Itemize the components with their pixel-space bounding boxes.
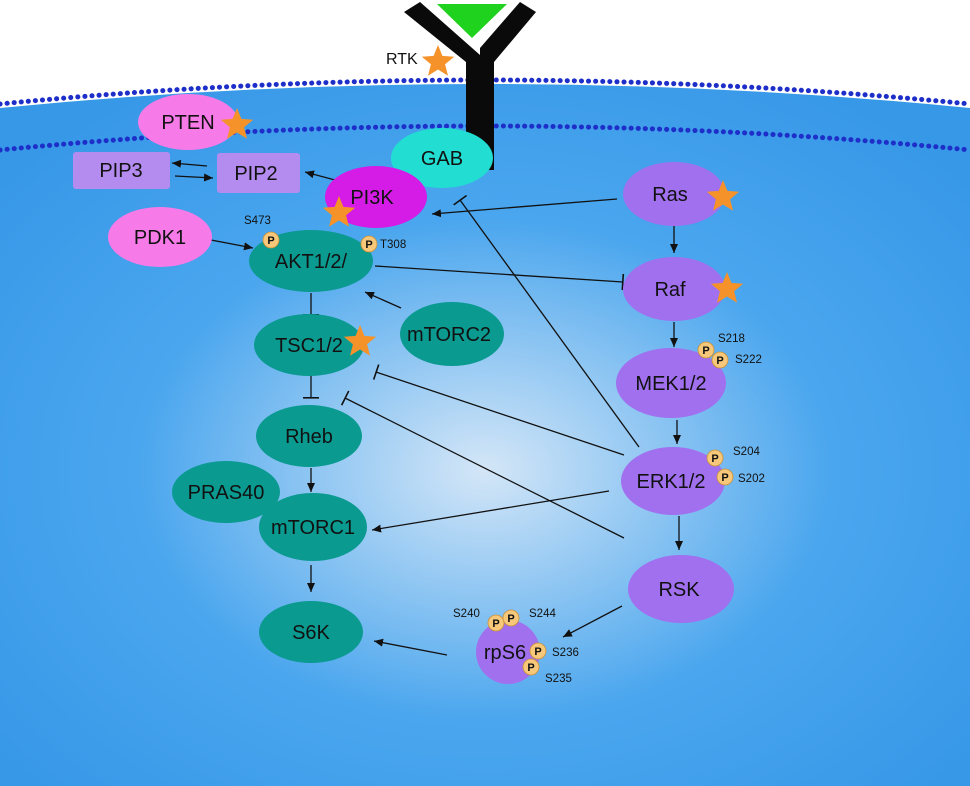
node-ras: Ras (623, 162, 725, 226)
svg-text:P: P (711, 453, 718, 465)
pras40-label: PRAS40 (188, 482, 265, 504)
erk-label: ERK1/2 (637, 471, 706, 493)
rtk-label: RTK (386, 51, 418, 68)
phospho-erk-s204: P S204 (706, 446, 760, 467)
site-s218: S218 (718, 333, 745, 345)
svg-text:P: P (527, 662, 534, 674)
site-s204: S204 (733, 446, 760, 458)
node-erk: ERK1/2 (621, 447, 725, 515)
arrow-rsk-to-rps6 (562, 605, 623, 638)
svg-text:P: P (716, 355, 723, 367)
node-mek: MEK1/2 (616, 348, 726, 418)
site-s222: S222 (735, 354, 762, 366)
site-s240: S240 (453, 608, 480, 620)
pi3k-label: PI3K (350, 187, 394, 209)
star-raf-icon (710, 272, 744, 303)
node-pi3k: PI3K (325, 166, 427, 228)
mek-label: MEK1/2 (635, 373, 706, 395)
svg-text:P: P (721, 472, 728, 484)
phospho-mek-s218: P S218 (697, 333, 745, 359)
svg-text:P: P (492, 618, 499, 630)
pip3-label: PIP3 (99, 160, 142, 182)
receptor-left-arm (404, 2, 480, 170)
node-mtorc1: mTORC1 (259, 493, 367, 561)
node-raf: Raf (623, 257, 725, 321)
node-rheb: Rheb (256, 405, 362, 467)
site-s235: S235 (545, 673, 572, 685)
arrow-pi3k-to-pip2 (304, 170, 336, 181)
pip2-label: PIP2 (234, 163, 277, 185)
pdk1-label: PDK1 (134, 227, 186, 249)
cell-cytoplasm (0, 84, 970, 786)
node-gab: GAB (391, 128, 493, 188)
phospho-rps6-s240: P S240 (453, 608, 505, 632)
node-pras40: PRAS40 (172, 461, 280, 523)
arrow-pip3-to-pip2 (174, 173, 214, 182)
arrow-pip2-to-pip3 (171, 159, 208, 168)
s6k-label: S6K (292, 622, 330, 644)
inhibit-rsk-tsc (340, 390, 625, 539)
svg-text:P: P (702, 345, 709, 357)
phospho-rps6-s244: P S244 (502, 608, 556, 627)
site-s244: S244 (529, 608, 556, 620)
star-pten-icon (220, 108, 254, 139)
ras-label: Ras (652, 184, 688, 206)
rps6-label: rpS6 (484, 642, 526, 664)
phospho-rps6-s235: P S235 (522, 658, 572, 685)
inhibit-erk-gab (453, 194, 640, 448)
arrow-pdk1-to-akt (210, 239, 254, 251)
star-ras-icon (706, 180, 740, 211)
inhibit-erk-tsc (372, 364, 625, 456)
rheb-label: Rheb (285, 426, 333, 448)
svg-text:P: P (534, 646, 541, 658)
svg-text:P: P (365, 239, 372, 251)
raf-label: Raf (654, 279, 686, 301)
node-akt: AKT1/2/ (249, 230, 373, 292)
node-mtorc2: mTORC2 (400, 302, 504, 366)
node-tsc: TSC1/2 (254, 314, 364, 376)
phospho-akt-s473: P S473 (244, 215, 280, 249)
svg-text:P: P (267, 235, 274, 247)
membrane-inner-dots (0, 123, 970, 153)
interaction-lines (171, 159, 683, 656)
pten-label: PTEN (161, 112, 214, 134)
star-rtk-icon (421, 45, 455, 76)
star-tsc-icon (343, 325, 377, 356)
site-t308: T308 (380, 239, 406, 251)
rtk-receptor: RTK (386, 2, 536, 170)
phospho-rps6-s236: P S236 (529, 642, 579, 660)
mtorc1-label: mTORC1 (271, 517, 355, 539)
site-s236: S236 (552, 647, 579, 659)
arrow-ras-to-pi3k (431, 198, 618, 218)
site-s202: S202 (738, 473, 765, 485)
receptor-right-arm (480, 2, 536, 170)
rsk-label: RSK (658, 579, 700, 601)
arrow-erk-to-mtorc1 (371, 490, 610, 533)
node-pip3: PIP3 (73, 152, 170, 189)
phospho-sites: P S473 P T308 P S218 P S222 P S204 P S20… (244, 215, 765, 685)
ligand (437, 4, 507, 38)
phospho-erk-s202: P S202 (716, 468, 765, 486)
star-pi3k-icon (322, 196, 356, 227)
arrow-rps6-to-s6k (373, 638, 448, 656)
inhibit-akt-raf (374, 265, 625, 291)
membrane-outer-dots (0, 77, 970, 107)
node-s6k: S6K (259, 601, 363, 663)
node-rsk: RSK (628, 555, 734, 623)
gab-label: GAB (421, 148, 463, 170)
svg-text:P: P (507, 613, 514, 625)
node-pten: PTEN (138, 94, 238, 150)
mtorc2-label: mTORC2 (407, 324, 491, 346)
mutation-stars (220, 45, 744, 356)
node-pdk1: PDK1 (108, 207, 212, 267)
node-pip2: PIP2 (217, 153, 300, 193)
akt-label: AKT1/2/ (275, 251, 348, 273)
arrow-mtorc2-to-akt (364, 291, 402, 309)
phospho-mek-s222: P S222 (711, 351, 762, 369)
site-s473: S473 (244, 215, 271, 227)
phospho-akt-t308: P T308 (360, 235, 406, 253)
tsc-label: TSC1/2 (275, 335, 343, 357)
